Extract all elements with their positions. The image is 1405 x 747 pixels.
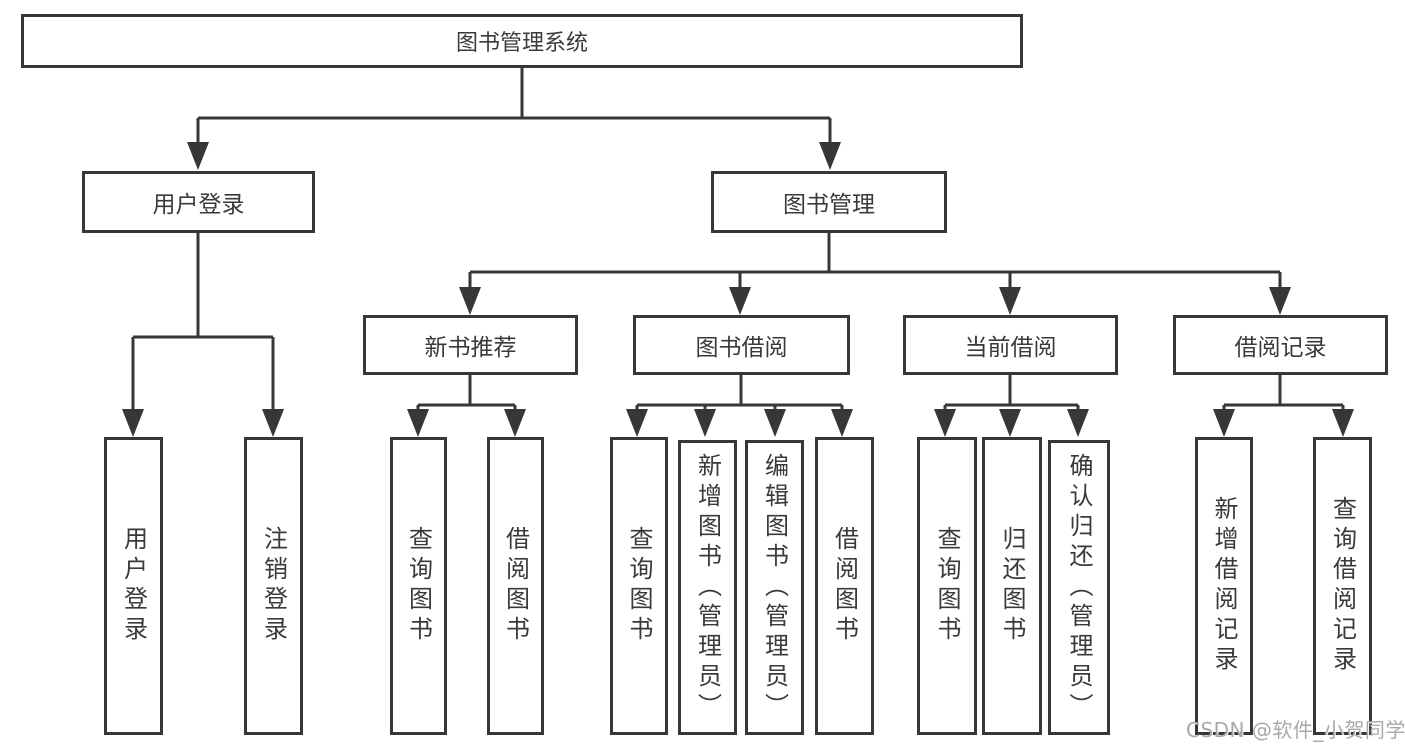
node-label: 借阅图书 [501,526,530,646]
connector-paths [131,68,1345,411]
node-label: 归还图书 [998,526,1026,646]
arrow-down-icon [504,409,526,437]
node-label: 确认归还（管理员） [1065,452,1093,723]
arrow-down-icon [262,409,284,437]
arrow-down-icon [764,409,786,437]
arrow-down-icon [1332,409,1354,437]
node-label: 新增借阅记录 [1210,496,1238,676]
node-label: 图书管理系统 [455,31,588,56]
arrow-down-icon [187,142,209,170]
arrowhead-icons [122,142,1354,437]
arrow-down-icon [999,287,1021,315]
node-leaf-query-books-borrow: 查询图书 [610,437,668,735]
node-current-borrowing: 当前借阅 [903,315,1118,375]
node-label: 新增图书（管理员） [693,452,722,723]
node-label: 图书借阅 [695,335,788,361]
node-leaf-add-books-admin: 新增图书（管理员） [678,440,737,735]
node-label: 借阅记录 [1234,335,1327,361]
node-leaf-borrow-books: 借阅图书 [815,437,874,735]
node-book-management: 图书管理 [711,171,947,233]
node-label: 查询图书 [933,526,961,646]
arrow-down-icon [459,287,481,315]
arrow-down-icon [1067,409,1089,437]
node-book-borrowing: 图书借阅 [633,315,850,375]
node-label: 当前借阅 [964,335,1057,361]
arrow-down-icon [831,409,853,437]
node-label: 借阅图书 [830,526,859,646]
node-label: 查询图书 [404,526,433,646]
arrow-down-icon [694,409,716,437]
node-new-book-recommendation: 新书推荐 [363,315,578,375]
node-label: 图书管理 [783,192,875,218]
node-label: 新书推荐 [424,335,517,361]
node-leaf-logout: 注销登录 [244,437,303,735]
node-label: 用户登录 [152,192,245,218]
arrow-down-icon [934,409,956,437]
node-label: 编辑图书（管理员） [760,452,789,723]
node-user-login: 用户登录 [82,171,315,233]
node-leaf-return-books: 归还图书 [982,437,1042,735]
node-label: 查询图书 [625,526,653,646]
arrow-down-icon [626,409,648,437]
node-leaf-confirm-return-admin: 确认归还（管理员） [1048,440,1110,735]
arrow-down-icon [122,409,144,437]
node-leaf-query-borrow-record: 查询借阅记录 [1313,437,1372,735]
node-leaf-edit-books-admin: 编辑图书（管理员） [745,440,804,735]
node-leaf-query-books-rec: 查询图书 [390,437,447,735]
node-leaf-query-books-current: 查询图书 [917,437,977,735]
arrow-down-icon [999,409,1021,437]
node-leaf-add-borrow-record: 新增借阅记录 [1195,437,1253,735]
node-book-management-system: 图书管理系统 [21,14,1023,68]
arrow-down-icon [1269,287,1291,315]
node-label: 注销登录 [259,526,288,646]
node-leaf-user-login: 用户登录 [104,437,163,735]
node-label: 查询借阅记录 [1328,496,1357,676]
arrow-down-icon [819,142,841,170]
node-leaf-borrow-books-rec: 借阅图书 [487,437,544,735]
csdn-watermark: CSDN @软件_小贺同学 [1186,718,1405,742]
node-borrowing-records: 借阅记录 [1173,315,1388,375]
arrow-down-icon [729,287,751,315]
arrow-down-icon [407,409,429,437]
node-label: 用户登录 [119,526,148,646]
arrow-down-icon [1213,409,1235,437]
